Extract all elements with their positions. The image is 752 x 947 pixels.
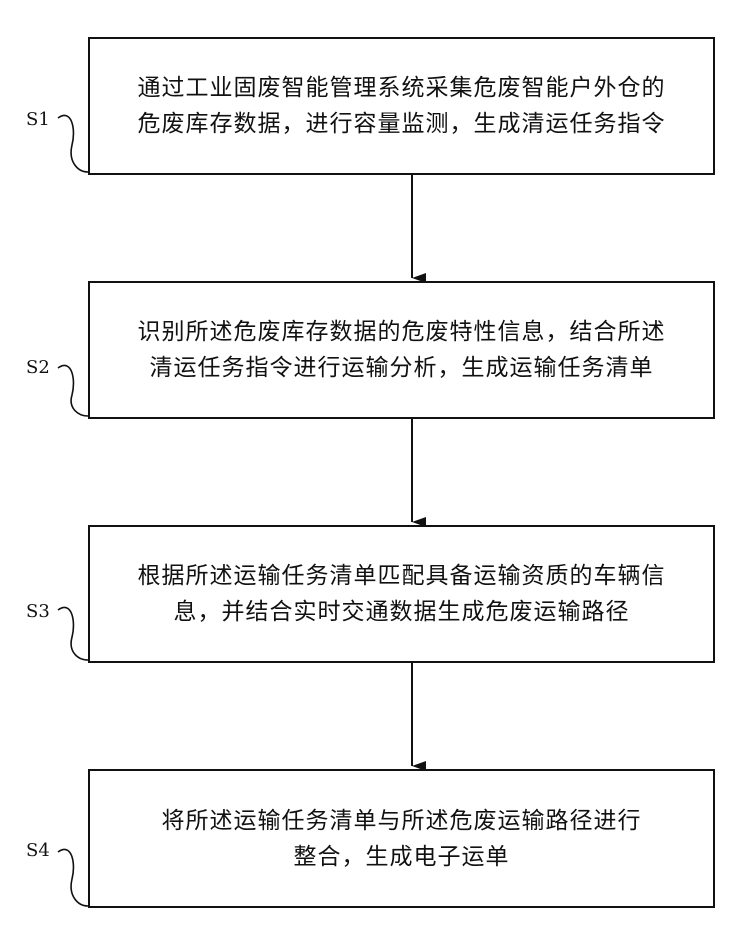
leader-s2 bbox=[58, 365, 88, 416]
step-text-s3: 根据所述运输任务清单匹配具备运输资质的车辆信 息，并结合实时交通数据生成危废运输… bbox=[120, 558, 684, 630]
step-s4-line2: 整合，生成电子运单 bbox=[162, 839, 642, 875]
step-s3-line1: 根据所述运输任务清单匹配具备运输资质的车辆信 bbox=[138, 558, 666, 594]
step-box-s1: 通过工业固废智能管理系统采集危废智能户外仓的 危废库存数据，进行容量监测，生成清… bbox=[88, 37, 715, 175]
step-label-s4: S4 bbox=[26, 840, 50, 861]
step-s4-line1: 将所述运输任务清单与所述危废运输路径进行 bbox=[162, 803, 642, 839]
step-text-s2: 识别所述危废库存数据的危废特性信息，结合所述 清运任务指令进行运输分析，生成运输… bbox=[120, 314, 684, 386]
leader-s3 bbox=[58, 607, 88, 660]
step-text-s4: 将所述运输任务清单与所述危废运输路径进行 整合，生成电子运单 bbox=[144, 803, 660, 875]
step-box-s2: 识别所述危废库存数据的危废特性信息，结合所述 清运任务指令进行运输分析，生成运输… bbox=[88, 281, 715, 419]
step-s2-line2: 清运任务指令进行运输分析，生成运输任务清单 bbox=[138, 350, 666, 386]
step-label-s3: S3 bbox=[26, 601, 50, 622]
step-box-s3: 根据所述运输任务清单匹配具备运输资质的车辆信 息，并结合实时交通数据生成危废运输… bbox=[88, 525, 715, 663]
step-s1-line1: 通过工业固废智能管理系统采集危废智能户外仓的 bbox=[138, 70, 666, 106]
step-label-s2: S2 bbox=[26, 357, 50, 378]
step-label-s1: S1 bbox=[26, 109, 50, 130]
step-text-s1: 通过工业固废智能管理系统采集危废智能户外仓的 危废库存数据，进行容量监测，生成清… bbox=[120, 70, 684, 142]
step-s2-line1: 识别所述危废库存数据的危废特性信息，结合所述 bbox=[138, 314, 666, 350]
leader-s1 bbox=[58, 115, 88, 172]
leader-s4 bbox=[58, 849, 88, 906]
step-s3-line2: 息，并结合实时交通数据生成危废运输路径 bbox=[138, 594, 666, 630]
step-s1-line2: 危废库存数据，进行容量监测，生成清运任务指令 bbox=[138, 106, 666, 142]
step-box-s4: 将所述运输任务清单与所述危废运输路径进行 整合，生成电子运单 bbox=[88, 769, 715, 908]
